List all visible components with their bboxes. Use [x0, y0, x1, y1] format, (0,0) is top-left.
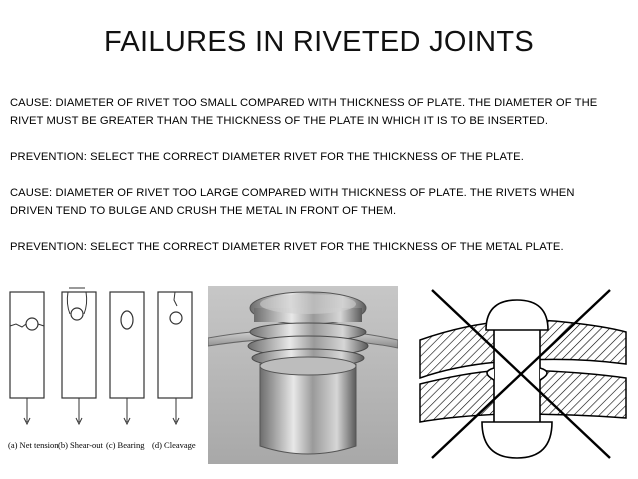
prevention-large-rivet: PREVENTION: SELECT THE CORRECT DIAMETER … [10, 241, 564, 253]
rivet-photo [207, 286, 399, 464]
rivet-section-crossed-figure [414, 286, 632, 464]
failure-modes-figure: (a) Net tension (b) Shear-out (c) Bearin… [6, 284, 202, 462]
plate-net-tension [9, 291, 45, 426]
plate-cleavage [157, 291, 193, 426]
label-net-tension: (a) Net tension [8, 440, 59, 450]
cause-small-rivet: CAUSE: DIAMETER OF RIVET TOO SMALL COMPA… [10, 97, 598, 127]
prevention-small-rivet: PREVENTION: SELECT THE CORRECT DIAMETER … [10, 151, 524, 163]
plate-bearing [109, 291, 145, 426]
label-cleavage: (d) Cleavage [152, 440, 196, 450]
plate-shear-out [61, 287, 97, 426]
slide-body: CAUSE: DIAMETER OF RIVET TOO SMALL COMPA… [10, 94, 610, 274]
label-shear-out: (b) Shear-out [58, 440, 104, 450]
cause-large-rivet: CAUSE: DIAMETER OF RIVET TOO LARGE COMPA… [10, 187, 575, 217]
slide-title: FAILURES IN RIVETED JOINTS [104, 26, 534, 58]
cross-line-2 [431, 289, 611, 459]
label-bearing: (c) Bearing [106, 440, 145, 450]
